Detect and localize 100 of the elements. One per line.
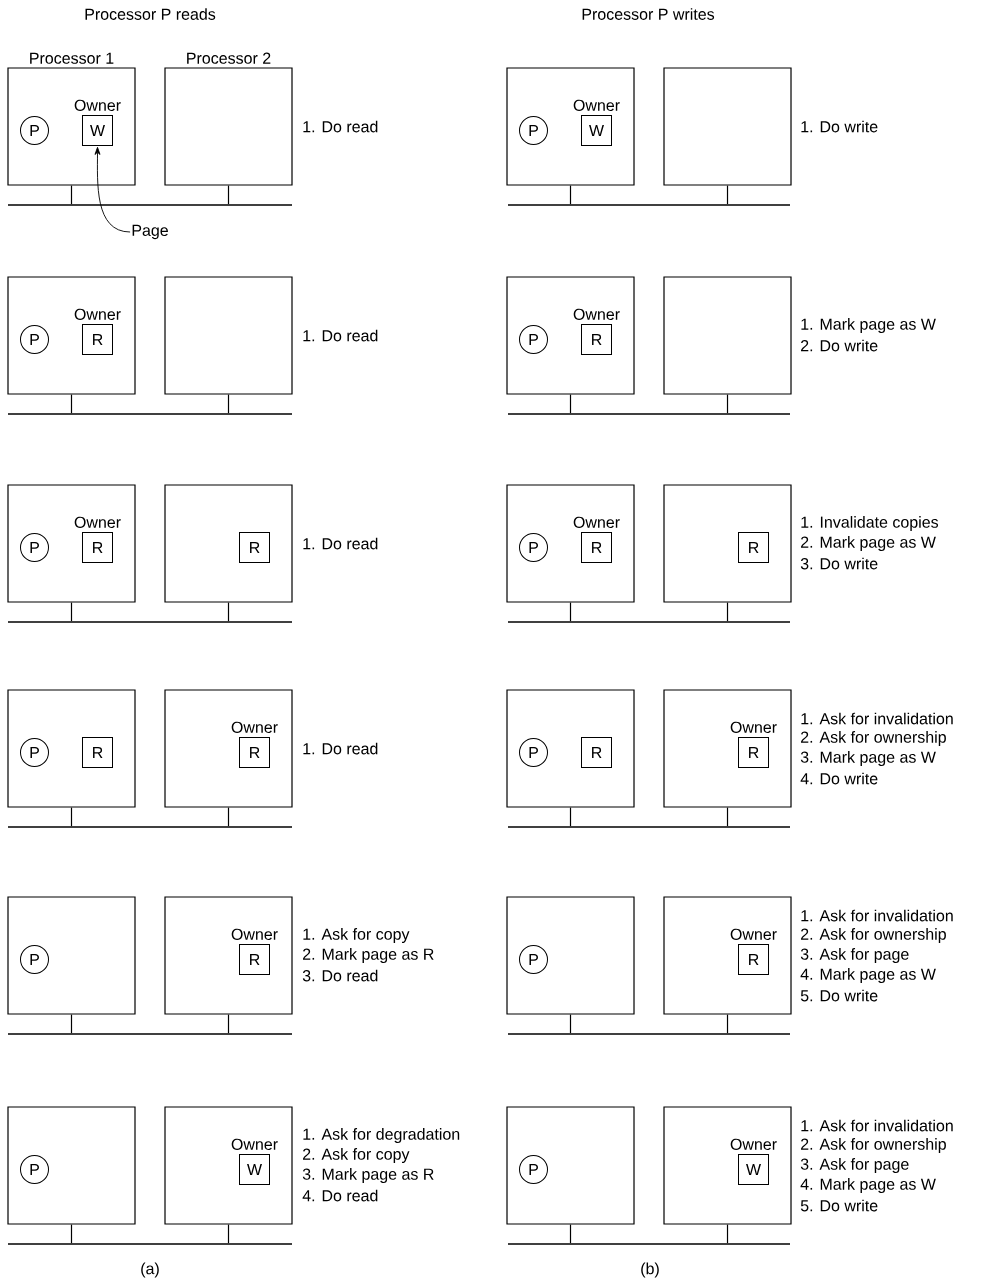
bus-stub <box>70 602 73 622</box>
processor-box <box>506 484 635 603</box>
page-box: R <box>239 944 270 975</box>
owner-label: Owner <box>730 928 777 940</box>
processor-box <box>506 1106 635 1225</box>
bus-stub <box>70 1224 73 1244</box>
processor-box <box>7 1106 136 1225</box>
bus-stub <box>227 1014 230 1034</box>
step-text: 1. Ask for degradation <box>303 1128 460 1143</box>
bus-stub <box>70 1014 73 1034</box>
bus-stub <box>569 1224 572 1244</box>
processor-box <box>663 689 792 808</box>
page-box: R <box>82 324 113 355</box>
page-box: W <box>581 115 612 146</box>
step-text: 2. Mark page as W <box>801 536 936 551</box>
owner-label: Owner <box>730 721 777 733</box>
processor-box <box>663 896 792 1015</box>
page-box: R <box>581 532 612 563</box>
step-text: 1. Ask for invalidation <box>801 1119 953 1132</box>
step-text: 5. Do write <box>800 1199 878 1212</box>
step-text: 3. Ask for page <box>800 948 909 963</box>
owner-label: Owner <box>74 516 121 528</box>
owner-label: Owner <box>231 1138 278 1150</box>
owner-label: Owner <box>74 99 121 111</box>
bus-line <box>8 826 292 828</box>
processor-box <box>7 276 136 395</box>
page-box: R <box>82 532 113 563</box>
step-text: 2. Ask for ownership <box>801 1138 946 1153</box>
panel-letter: (b) <box>641 1262 659 1278</box>
page-box: W <box>82 115 113 146</box>
owner-label: Owner <box>730 1138 777 1150</box>
step-text: 3. Mark page as W <box>800 751 936 766</box>
owner-label: Owner <box>74 308 121 320</box>
bus-line <box>508 204 790 206</box>
step-text: 2. Ask for ownership <box>801 928 946 943</box>
step-text: 4. Mark page as W <box>800 968 936 983</box>
bus-stub <box>726 394 729 414</box>
bus-line <box>8 621 292 623</box>
step-text: 4. Do read <box>302 1189 378 1202</box>
bus-stub <box>227 602 230 622</box>
bus-stub <box>569 185 572 205</box>
step-text: 1. Do read <box>303 537 378 550</box>
bus-line <box>508 413 790 415</box>
processor-box <box>7 896 136 1015</box>
processor-box <box>663 484 792 603</box>
step-text: 1. Invalidate copies <box>801 516 939 531</box>
bus-line <box>508 826 790 828</box>
processor-box <box>164 896 293 1015</box>
step-text: 1. Ask for invalidation <box>801 909 953 922</box>
page-label: Page <box>132 224 168 240</box>
bus-line <box>508 1243 790 1245</box>
processor-box <box>506 276 635 395</box>
bus-stub <box>70 185 73 205</box>
bus-line <box>8 1033 292 1035</box>
owner-label: Owner <box>231 721 278 733</box>
bus-stub <box>726 1224 729 1244</box>
processor-box <box>164 276 293 395</box>
page-box: R <box>239 532 270 563</box>
processor-box: Processor 2 <box>164 52 293 186</box>
page-box: R <box>738 737 769 768</box>
page-box: R <box>581 737 612 768</box>
page-box: R <box>581 324 612 355</box>
processor-box <box>506 689 635 808</box>
bus-stub <box>227 394 230 414</box>
column-title: Processor P reads <box>85 8 216 20</box>
processor-box <box>506 896 635 1015</box>
step-text: 1. Do read <box>303 742 378 755</box>
bus-stub <box>569 1014 572 1034</box>
bus-stub <box>726 602 729 622</box>
step-text: 3. Ask for page <box>800 1158 909 1173</box>
processor-box <box>506 67 635 186</box>
bus-stub <box>569 807 572 827</box>
step-text: 3. Do write <box>800 557 878 570</box>
page-box: W <box>239 1154 270 1185</box>
bus-line <box>8 204 292 206</box>
bus-stub <box>70 394 73 414</box>
node-label: Processor 1 <box>30 52 114 64</box>
bus-stub <box>227 1224 230 1244</box>
step-text: 5. Do write <box>800 989 878 1002</box>
processor-box <box>663 276 792 395</box>
bus-stub <box>569 602 572 622</box>
step-text: 2. Mark page as R <box>303 948 434 963</box>
bus-line <box>8 413 292 415</box>
owner-label: Owner <box>573 516 620 528</box>
step-text: 1. Ask for invalidation <box>801 712 953 725</box>
step-text: 3. Mark page as R <box>302 1168 434 1183</box>
processor-box <box>663 1106 792 1225</box>
bus-line <box>8 1243 292 1245</box>
processor-box <box>164 1106 293 1225</box>
step-text: 4. Mark page as W <box>800 1178 936 1193</box>
page-box: R <box>738 944 769 975</box>
owner-label: Owner <box>573 308 620 320</box>
processor-box <box>164 689 293 808</box>
column-title: Processor P writes <box>582 8 715 20</box>
owner-label: Owner <box>573 99 620 111</box>
step-text: 2. Ask for copy <box>303 1148 410 1163</box>
bus-stub <box>569 394 572 414</box>
bus-line <box>508 621 790 623</box>
processor-box <box>7 484 136 603</box>
panel-letter: (a) <box>141 1262 159 1278</box>
